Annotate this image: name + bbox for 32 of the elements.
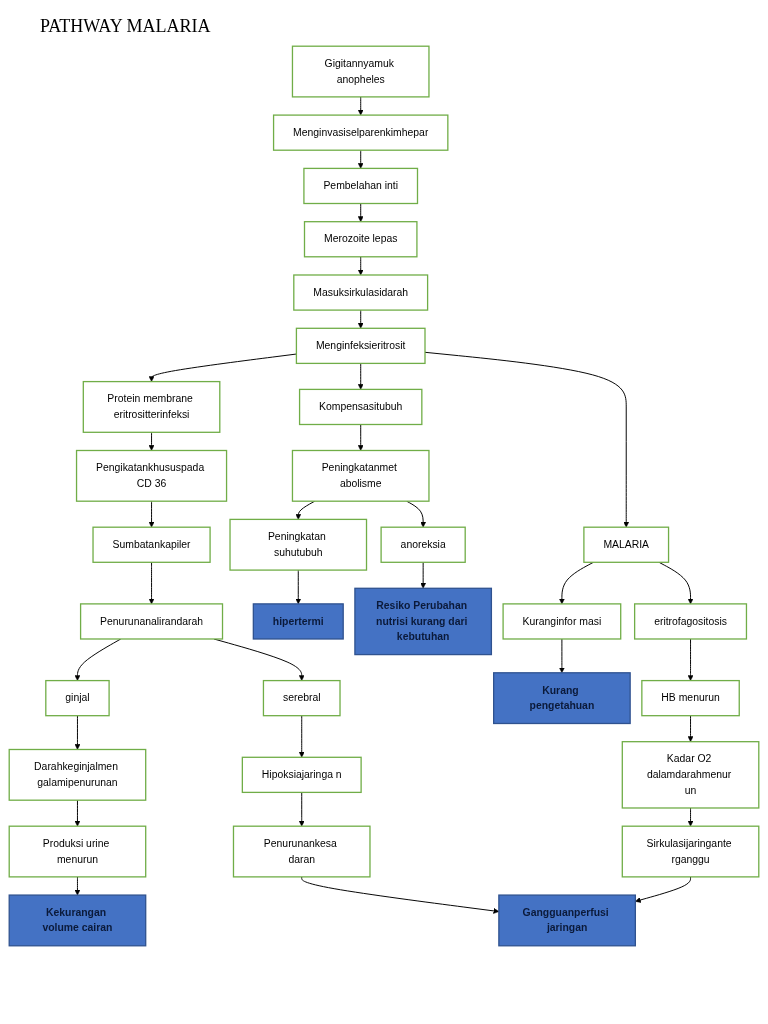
node-box: eritrofagositosis (634, 603, 748, 640)
node-box: Kuranginfor masi (502, 603, 622, 640)
node-box: Penurunankesa daran (232, 825, 371, 878)
node-box: Sumbatankapiler (92, 526, 211, 563)
node-box: Gigitannyamuk anopheles (291, 45, 430, 98)
node-box: Gangguanperfusi jaringan (498, 894, 636, 947)
node-box: Protein membrane eritrositterinfeksi (82, 380, 221, 433)
node-box: Peningkatanmet abolisme (291, 449, 430, 502)
node-box: MALARIA (583, 526, 670, 563)
diagram-title: PATHWAY MALARIA (40, 16, 212, 37)
node-box: HB menurun (641, 679, 740, 717)
node-box: Pembelahan inti (303, 167, 419, 205)
node-box: Produksi urine menurun (8, 825, 147, 878)
node-box: Menginvasiselparenkimhepar (272, 114, 449, 151)
node-box: Kurang pengetahuan (493, 672, 631, 725)
node-box: Penurunanalirandarah (79, 603, 224, 640)
node-box: Sirkulasijaringante rganggu (621, 825, 760, 878)
node-box: Kadar O2 dalamdarahmenur un (621, 741, 760, 809)
node-box: Pengikatankhususpada CD 36 (75, 449, 228, 502)
node-box: Peningkatan suhutubuh (229, 518, 368, 571)
node-box: Masuksirkulasidarah (293, 274, 429, 311)
node-box: Kompensasitubuh (298, 388, 423, 426)
node-box: Menginfeksieritrosit (295, 327, 426, 365)
node-box: ginjal (45, 679, 110, 717)
node-box: serebral (262, 679, 341, 717)
node-box: Darahkeginjalmen galamipenurunan (8, 748, 147, 801)
node-box: Kekurangan volume cairan (8, 894, 147, 947)
node-box: Merozoite lepas (303, 221, 418, 258)
node-box: hipertermi (252, 603, 344, 640)
node-box: Hipoksiajaringa n (241, 756, 362, 794)
node-box: Resiko Perubahan nutrisi kurang dari kebutuhan (354, 587, 493, 656)
node-box: anoreksia (380, 526, 466, 563)
